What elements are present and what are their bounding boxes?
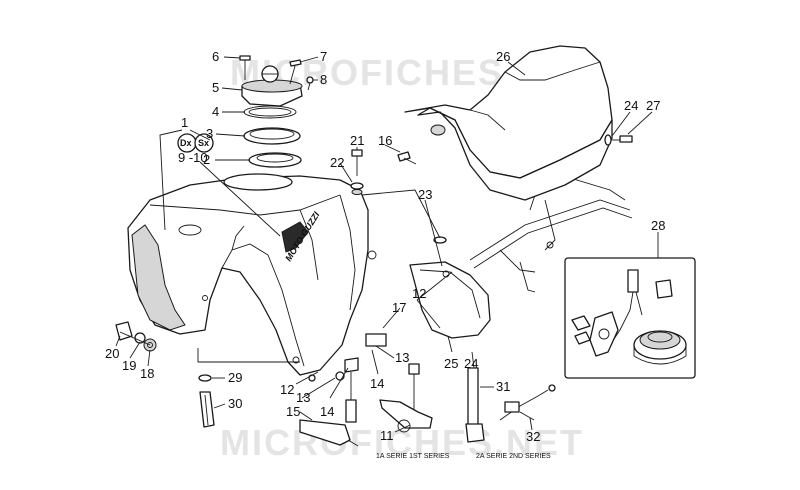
callout-31: 31	[496, 379, 510, 394]
callout-28: 28	[651, 218, 665, 233]
sx-badge-label: Sx	[198, 138, 209, 148]
callout-24-top: 24	[624, 98, 638, 113]
seat	[404, 45, 613, 201]
second-series-caption: 2A SERIE 2ND SERIES	[476, 453, 551, 460]
callout-11: 11	[380, 428, 394, 443]
callout-15: 15	[286, 404, 300, 419]
callout-12-lower: 12	[280, 382, 294, 397]
callout-4: 4	[212, 104, 219, 119]
callout-23: 23	[418, 187, 432, 202]
ignition-lock-inset	[564, 257, 696, 379]
callout-12-upper: 12	[412, 286, 426, 301]
callout-25: 25	[444, 356, 458, 371]
breather-hose	[198, 374, 215, 428]
callout-14-right: 14	[370, 376, 384, 391]
leader-lines	[115, 56, 659, 433]
front-mount-hardware	[115, 321, 157, 352]
callout-7: 7	[320, 49, 327, 64]
callout-9-10: 9 -10	[178, 150, 208, 165]
callout-21: 21	[350, 133, 364, 148]
callout-17: 17	[392, 300, 406, 315]
callout-16: 16	[378, 133, 392, 148]
callout-numbers: 1 9 -10 2 3 4 5 6 7 8 21 22 16 23 26 24 …	[105, 49, 665, 444]
fuel-tank: MOTO GUZZI	[127, 173, 377, 376]
sx-badge	[194, 133, 214, 153]
callout-1: 1	[181, 115, 188, 130]
callout-18: 18	[140, 366, 154, 381]
callout-8: 8	[320, 72, 327, 87]
callout-26: 26	[496, 49, 510, 64]
callout-13-right: 13	[395, 350, 409, 365]
fuel-tap-second-series	[465, 367, 556, 443]
callout-29: 29	[228, 370, 242, 385]
first-series-caption: 1A SERIE 1ST SERIES	[376, 453, 450, 460]
callout-13-left: 13	[296, 390, 310, 405]
callout-6: 6	[212, 49, 219, 64]
dx-badge-label: Dx	[180, 138, 192, 148]
callout-22: 22	[330, 155, 344, 170]
callout-5: 5	[212, 80, 219, 95]
callout-14-left: 14	[320, 404, 334, 419]
callout-27: 27	[646, 98, 660, 113]
side-badges: Dx Sx	[177, 133, 214, 153]
callout-2: 2	[203, 152, 210, 167]
filler-cap-assembly	[239, 55, 314, 168]
callout-19: 19	[122, 358, 136, 373]
callout-24-bottom: 24	[464, 356, 478, 371]
callout-32: 32	[526, 429, 540, 444]
callout-3: 3	[206, 126, 213, 141]
callout-20: 20	[105, 346, 119, 361]
rear-tank-bracket	[409, 261, 491, 339]
callout-30: 30	[228, 396, 242, 411]
